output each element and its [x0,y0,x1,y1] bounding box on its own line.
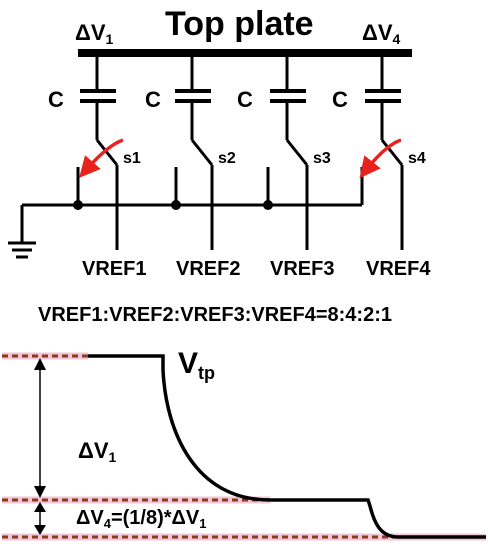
cap-branch-1 [80,53,119,250]
junction-dot [263,200,273,210]
cap-label-2: C [145,87,161,112]
ground-bus [22,167,364,210]
switch-arrow-s4 [359,138,402,179]
vref-ratio-text: VREF1:VREF2:VREF3:VREF4=8:4:2:1 [38,304,392,326]
vref-label-3: VREF3 [270,258,334,280]
switch-arrow-s1 [79,138,124,178]
vref-label-4: VREF4 [366,258,431,280]
top-dv4-label: ΔV4 [362,20,401,47]
vtp-waveform [88,354,486,539]
cap-label-4: C [332,87,348,112]
switch-s3 [285,139,309,166]
waveform-dv1-label: ΔV1 [78,438,117,465]
switch-s2 [190,139,214,166]
cap-label-1: C [48,87,64,112]
cap-branch-4 [365,53,404,250]
switch-label-s3: s3 [313,150,331,167]
waveform-dv4-equation: ΔV4=(1/8)*ΔV1 [76,507,207,531]
switch-s4 [380,139,404,166]
vtp-label: Vtp [178,347,215,383]
top-dv1-label: ΔV1 [75,20,114,47]
dashed-reference-lines [2,352,486,541]
dv1-dimension-arrow [34,358,46,498]
vref-label-2: VREF2 [176,258,240,280]
switch-label-s2: s2 [218,150,236,167]
junction-dot [73,200,83,210]
cap-branch-3 [270,53,309,250]
switch-label-s1: s1 [123,150,141,167]
top-plate-label: Top plate [165,5,314,43]
vref-label-1: VREF1 [82,258,146,280]
ground-symbol [8,205,36,259]
junction-dot [171,200,181,210]
dv4-dimension-arrow [34,502,46,535]
switch-label-s4: s4 [408,150,426,167]
cap-branch-2 [175,53,214,250]
switch-s1 [95,139,119,166]
cap-label-3: C [237,87,253,112]
